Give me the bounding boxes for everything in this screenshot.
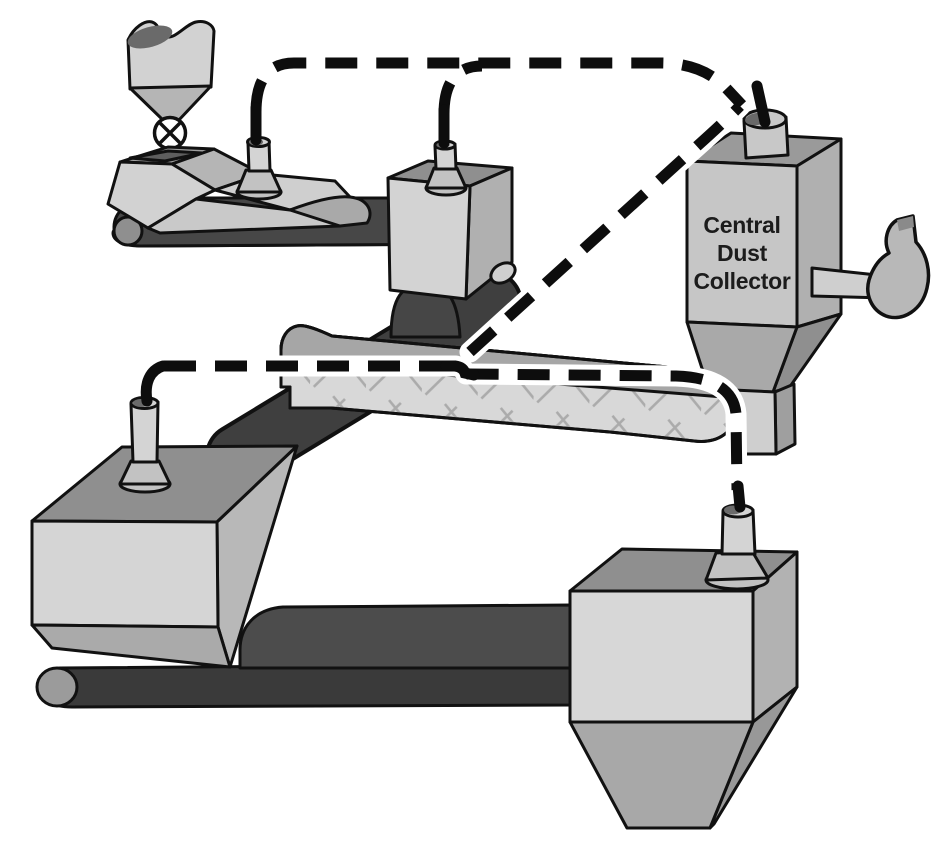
discharge-hood [30,444,299,669]
hopper-opening [127,25,173,49]
hopper-cone [128,84,213,123]
bottom-conveyor [35,603,574,709]
receiving-hopper [568,547,799,830]
diagonal-duct [466,102,744,357]
hood-front-face [30,519,220,629]
hood-right-slope [288,195,372,228]
nozzle-tube [129,400,160,464]
bottom-belt-upper-run [238,603,574,670]
valve-x-mark [157,120,183,146]
collector-right-face [795,137,843,329]
pickup-nozzle-4 [704,503,770,591]
lower-duct [164,360,743,491]
bottom-belt-tail-roller [35,666,79,708]
fan-spout-face [897,216,914,231]
feed-hopper-with-valve [126,20,216,151]
nozzle-flare [118,459,172,486]
duct-network [140,57,771,513]
collector-label-line3: Collector [694,268,791,294]
collector-inlet-stub [751,80,771,128]
nozzle-flare [235,168,283,194]
nozzle-3-stub [140,360,169,407]
collector-chute-right [773,382,797,456]
exhaust-fan-scroll [866,214,931,320]
transfer-box-front-face [386,176,472,301]
hood-bottom-skirt [30,623,232,669]
bin-taper-front [568,720,755,830]
riser-duct-2 [438,60,483,115]
collector-label-line2: Dust [717,240,768,266]
head-pulley-roller [489,261,517,285]
bin-front-face [568,589,755,724]
trunk-duct [250,57,747,113]
bottom-belt-lower-run [38,662,574,709]
duct-jog [440,360,480,381]
pickup-nozzle-3 [118,396,172,494]
collector-label-line1: Central [703,212,780,238]
nozzle-4-stub [732,480,746,513]
